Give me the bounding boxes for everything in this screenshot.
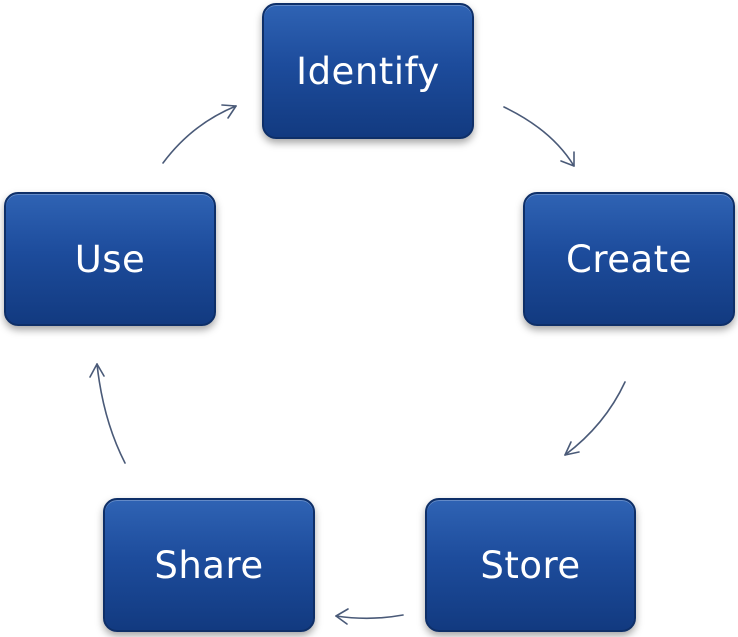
node-create: Create	[523, 192, 735, 326]
node-identify: Identify	[262, 3, 474, 139]
arrow-create-to-store	[564, 381, 626, 456]
arrow-store-to-share	[335, 608, 404, 625]
arrow-share-to-use	[89, 363, 126, 464]
node-use: Use	[4, 192, 216, 326]
node-store: Store	[425, 498, 636, 632]
arrow-use-to-identify	[162, 104, 237, 164]
arrow-identify-to-create	[503, 106, 575, 167]
node-share: Share	[103, 498, 315, 632]
